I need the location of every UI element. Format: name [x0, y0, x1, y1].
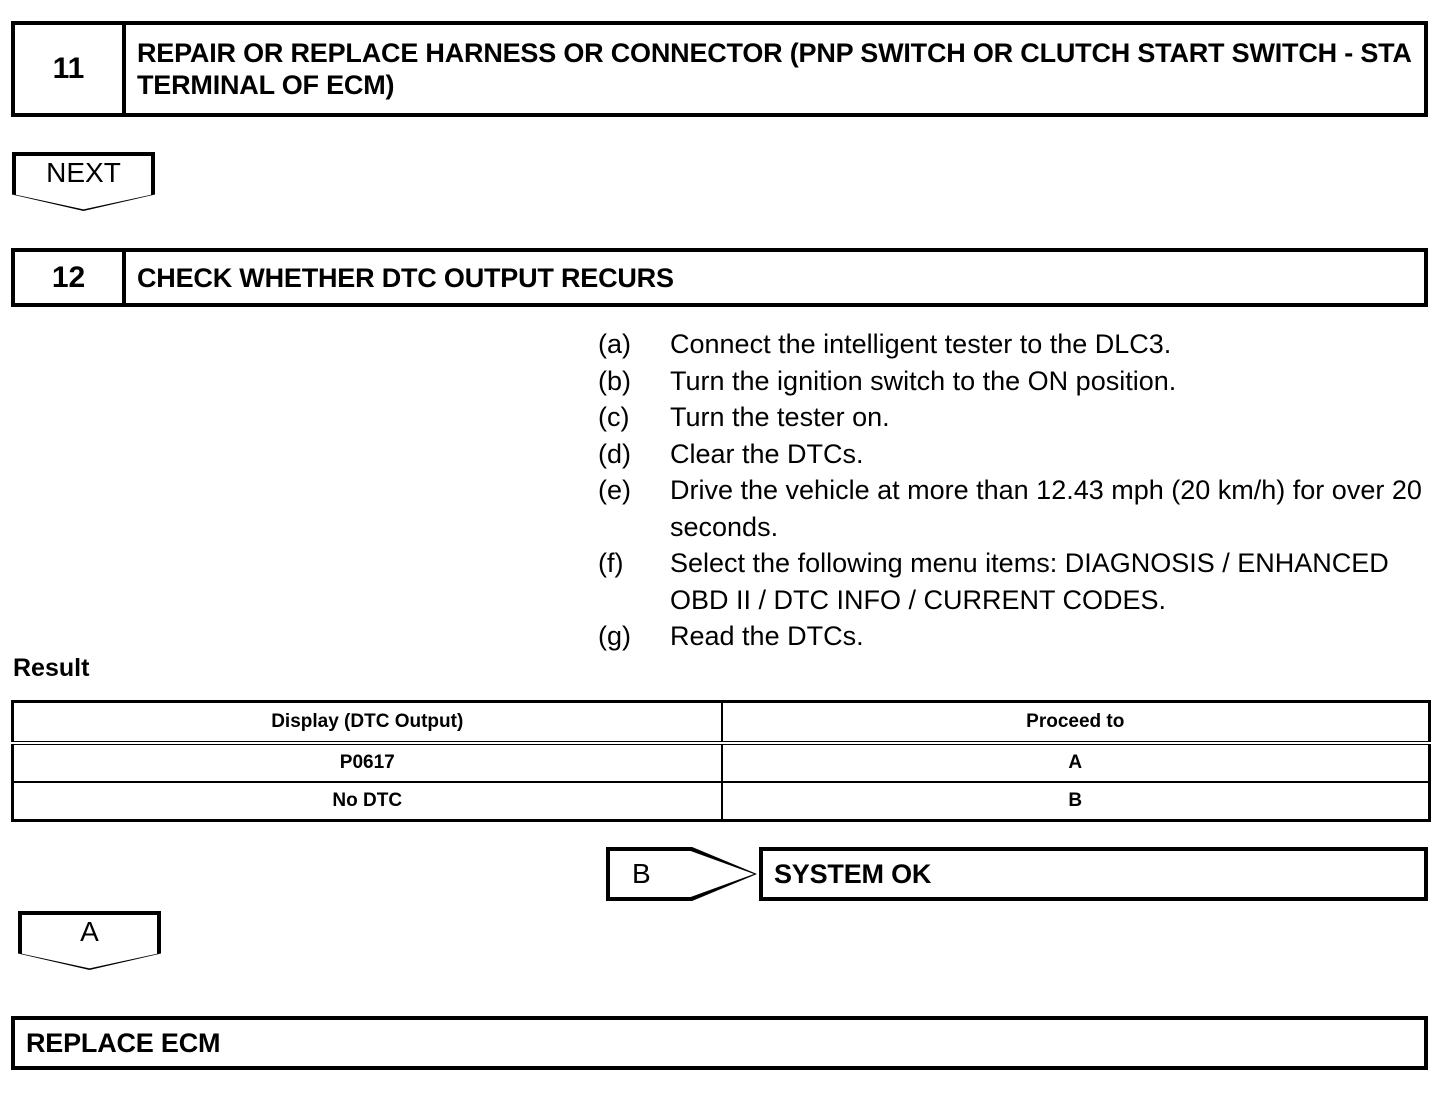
result-label: Result: [13, 654, 90, 682]
connector-next: NEXT: [12, 152, 155, 211]
procedure-text: Connect the intelligent tester to the DL…: [670, 329, 1172, 359]
outcome-replace-ecm-label: REPLACE ECM: [26, 1027, 221, 1058]
step-title-12: CHECK WHETHER DTC OUTPUT RECURS: [137, 262, 674, 293]
procedure-marker: (f): [598, 548, 624, 578]
step-box-11: 11 REPAIR OR REPLACE HARNESS OR CONNECTO…: [11, 21, 1428, 117]
procedure-item: (f) Select the following menu items: DIA…: [598, 545, 1428, 618]
procedure-item: (d) Clear the DTCs.: [598, 436, 1428, 473]
procedure-marker: (g): [598, 621, 631, 651]
connector-branch-a: A: [18, 911, 161, 970]
procedure-marker: (b): [598, 365, 631, 396]
connector-branch-a-label: A: [80, 916, 99, 947]
cell-proceed-value: B: [720, 781, 1431, 822]
procedure-marker: (d): [598, 438, 631, 469]
connector-next-label: NEXT: [46, 157, 121, 188]
outcome-system-ok-label: SYSTEM OK: [774, 858, 932, 889]
column-header-proceed: Proceed to: [720, 700, 1431, 745]
column-header-display: Display (DTC Output): [11, 700, 723, 745]
procedure-text: Turn the ignition switch to the ON posit…: [670, 365, 1177, 396]
cell-proceed-value: A: [720, 742, 1431, 783]
procedure-item: (c) Turn the tester on.: [598, 399, 1428, 436]
result-table: Display (DTC Output) Proceed to P0617 A …: [11, 700, 1431, 822]
procedure-item: (e) Drive the vehicle at more than 12.43…: [598, 472, 1428, 545]
step-number-12: 12: [15, 252, 126, 303]
table-header-row: Display (DTC Output) Proceed to: [11, 700, 1431, 745]
procedure-text: Clear the DTCs.: [670, 438, 864, 469]
procedure-marker: (a): [598, 329, 631, 359]
outcome-box-replace-ecm: REPLACE ECM: [11, 1016, 1428, 1070]
table-row: P0617 A: [11, 742, 1431, 783]
step-box-12: 12 CHECK WHETHER DTC OUTPUT RECURS: [11, 248, 1428, 307]
procedure-text: Read the DTCs.: [670, 621, 864, 651]
procedure-marker: (c): [598, 402, 630, 432]
cell-display-value: P0617: [11, 742, 723, 783]
cell-display-value: No DTC: [11, 781, 723, 822]
procedure-text: Drive the vehicle at more than 12.43 mph…: [670, 475, 1422, 542]
procedure-item: (b) Turn the ignition switch to the ON p…: [598, 363, 1428, 400]
step-title-11: REPAIR OR REPLACE HARNESS OR CONNECTOR (…: [137, 38, 1411, 100]
step-number-11: 11: [15, 25, 126, 113]
connector-branch-b-label: B: [632, 858, 651, 889]
procedure-text: Select the following menu items: DIAGNOS…: [670, 548, 1389, 615]
procedure-marker: (e): [598, 475, 631, 505]
connector-branch-b: B: [606, 847, 757, 901]
procedure-text: Turn the tester on.: [670, 402, 890, 432]
procedure-item: (a) Connect the intelligent tester to th…: [598, 326, 1428, 363]
outcome-box-system-ok: SYSTEM OK: [759, 847, 1428, 901]
procedure-item: (g) Read the DTCs.: [598, 618, 1428, 655]
procedure-list: (a) Connect the intelligent tester to th…: [598, 326, 1428, 655]
table-row: No DTC B: [11, 781, 1431, 822]
